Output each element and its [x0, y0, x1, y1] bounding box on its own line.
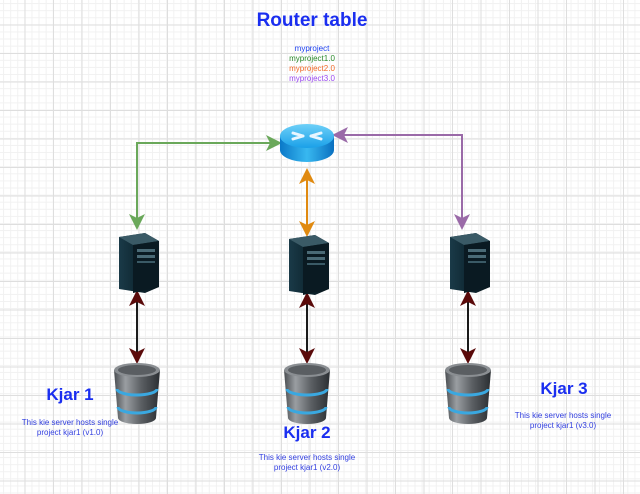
server-icon[interactable] — [119, 233, 159, 293]
database-icon[interactable] — [114, 363, 160, 424]
kjar-2-description: This kie server hosts single project kja… — [247, 453, 367, 473]
desc-line: This kie server hosts single — [21, 418, 119, 427]
database-icon[interactable] — [445, 363, 491, 424]
desc-line: This kie server hosts single — [258, 453, 356, 462]
diagram-title: Router table — [256, 10, 368, 31]
route-entry: myproject1.0 — [289, 54, 335, 63]
router-icon[interactable] — [280, 124, 334, 162]
desc-line: This kie server hosts single — [514, 411, 612, 420]
kjar-3-description: This kie server hosts single project kja… — [503, 411, 623, 431]
server-icon[interactable] — [450, 233, 490, 293]
route-entry: myproject — [294, 44, 330, 53]
link-router-server3 — [332, 127, 470, 230]
server-icon[interactable] — [289, 235, 329, 295]
route-entry: myproject3.0 — [289, 74, 335, 83]
desc-line: project kjar1 (v3.0) — [529, 421, 597, 430]
kjar-1-label: Kjar 1 — [46, 385, 94, 404]
kjar-2-label: Kjar 2 — [283, 423, 331, 442]
database-icon[interactable] — [284, 363, 330, 424]
router-table-list: myproject myproject1.0 myproject2.0 mypr… — [0, 44, 624, 84]
kjar-1-description: This kie server hosts single project kja… — [10, 418, 130, 438]
link-router-server1 — [129, 135, 282, 230]
route-entry: myproject2.0 — [289, 64, 335, 73]
desc-line: project kjar1 (v2.0) — [273, 463, 341, 472]
desc-line: project kjar1 (v1.0) — [36, 428, 104, 437]
kjar-3-label: Kjar 3 — [540, 379, 588, 398]
